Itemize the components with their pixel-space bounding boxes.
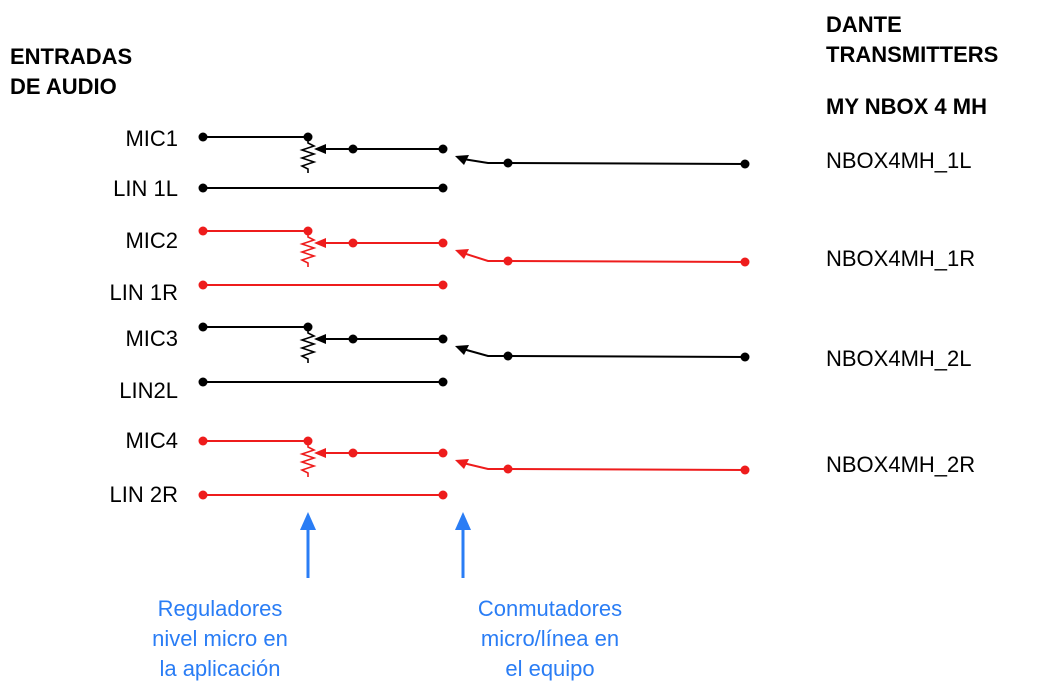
switch-arrow-2	[455, 249, 469, 259]
output-wire-2	[507, 260, 746, 263]
output-wire-3	[507, 355, 746, 358]
inputs-header-line2: DE AUDIO	[10, 74, 117, 99]
inputs-header: ENTRADAS DE AUDIO	[10, 42, 132, 102]
mic-input-node-1	[198, 132, 208, 142]
transmitters-header: DANTE TRANSMITTERS	[826, 10, 998, 70]
wiper-node-3	[348, 334, 358, 344]
output-label-3: NBOX4MH_2L	[826, 346, 972, 371]
line-input-node-3	[198, 377, 208, 387]
potentiometer-resistor-3	[299, 327, 317, 363]
mic-label-2: MIC2	[125, 228, 178, 253]
wiper-node-2	[348, 238, 358, 248]
switch-line-contact-3	[438, 377, 448, 387]
output-node-1	[740, 159, 750, 169]
output-wire-4	[507, 468, 746, 471]
line-input-node-1	[198, 183, 208, 193]
line-label-2: LIN 1R	[109, 280, 178, 305]
transmitters-header-line2: TRANSMITTERS	[826, 42, 999, 67]
inputs-header-line1: ENTRADAS	[10, 44, 133, 69]
potentiometer-resistor-2	[299, 231, 317, 267]
output-wire-1	[507, 162, 746, 165]
regulators-note: Reguladores nivel micro en la aplicación	[110, 594, 330, 684]
output-label-4: NBOX4MH_2R	[826, 452, 976, 477]
output-label-2: NBOX4MH_1R	[826, 246, 976, 271]
switch-mic-contact-2	[438, 238, 448, 248]
switches-note-line3: el equipo	[505, 656, 595, 681]
line-label-3: LIN2L	[119, 378, 178, 403]
mic-input-node-3	[198, 322, 208, 332]
switch-common-node-4	[503, 464, 513, 474]
switch-line-contact-4	[438, 490, 448, 500]
switches-note-line1: Conmutadores	[477, 596, 623, 621]
switch-lever-2	[462, 252, 508, 262]
line-input-node-2	[198, 280, 208, 290]
device-header: MY NBOX 4 MH	[826, 94, 987, 119]
output-node-4	[740, 465, 750, 475]
mic-label-3: MIC3	[125, 326, 178, 351]
output-label-1: NBOX4MH_1L	[826, 148, 972, 173]
line-input-node-4	[198, 490, 208, 500]
switch-lever-4	[462, 462, 508, 470]
regulators-note-line1: Reguladores	[157, 596, 283, 621]
switch-common-node-1	[503, 158, 513, 168]
mic-label-1: MIC1	[125, 126, 178, 151]
switches-arrow-head	[455, 512, 471, 530]
switch-common-node-2	[503, 256, 513, 266]
regulators-arrow-head	[300, 512, 316, 530]
wiper-node-4	[348, 448, 358, 458]
switches-note-line2: micro/línea en	[480, 626, 620, 651]
line-label-1: LIN 1L	[113, 176, 178, 201]
mic-input-node-2	[198, 226, 208, 236]
regulators-note-line2: nivel micro en	[152, 626, 288, 651]
switch-line-contact-1	[438, 183, 448, 193]
wiper-arrow-1	[314, 144, 326, 154]
mic-label-4: MIC4	[125, 428, 178, 453]
switch-common-node-3	[503, 351, 513, 361]
switch-lever-1	[462, 158, 508, 164]
wiper-arrow-2	[314, 238, 326, 248]
mic-input-node-4	[198, 436, 208, 446]
wiper-node-1	[348, 144, 358, 154]
switch-lever-3	[462, 348, 508, 357]
wiper-arrow-4	[314, 448, 326, 458]
switch-arrow-4	[455, 459, 469, 469]
switch-mic-contact-3	[438, 334, 448, 344]
switch-mic-contact-1	[438, 144, 448, 154]
switches-note: Conmutadores micro/línea en el equipo	[440, 594, 660, 684]
switch-arrow-3	[455, 345, 469, 355]
switch-line-contact-2	[438, 280, 448, 290]
potentiometer-resistor-1	[299, 137, 317, 173]
output-node-3	[740, 352, 750, 362]
line-label-4: LIN 2R	[109, 482, 178, 507]
transmitters-header-line1: DANTE	[826, 12, 902, 37]
wiper-arrow-3	[314, 334, 326, 344]
regulators-note-line3: la aplicación	[159, 656, 281, 681]
switch-arrow-1	[455, 155, 469, 165]
potentiometer-resistor-4	[299, 441, 317, 477]
switch-mic-contact-4	[438, 448, 448, 458]
output-node-2	[740, 257, 750, 267]
